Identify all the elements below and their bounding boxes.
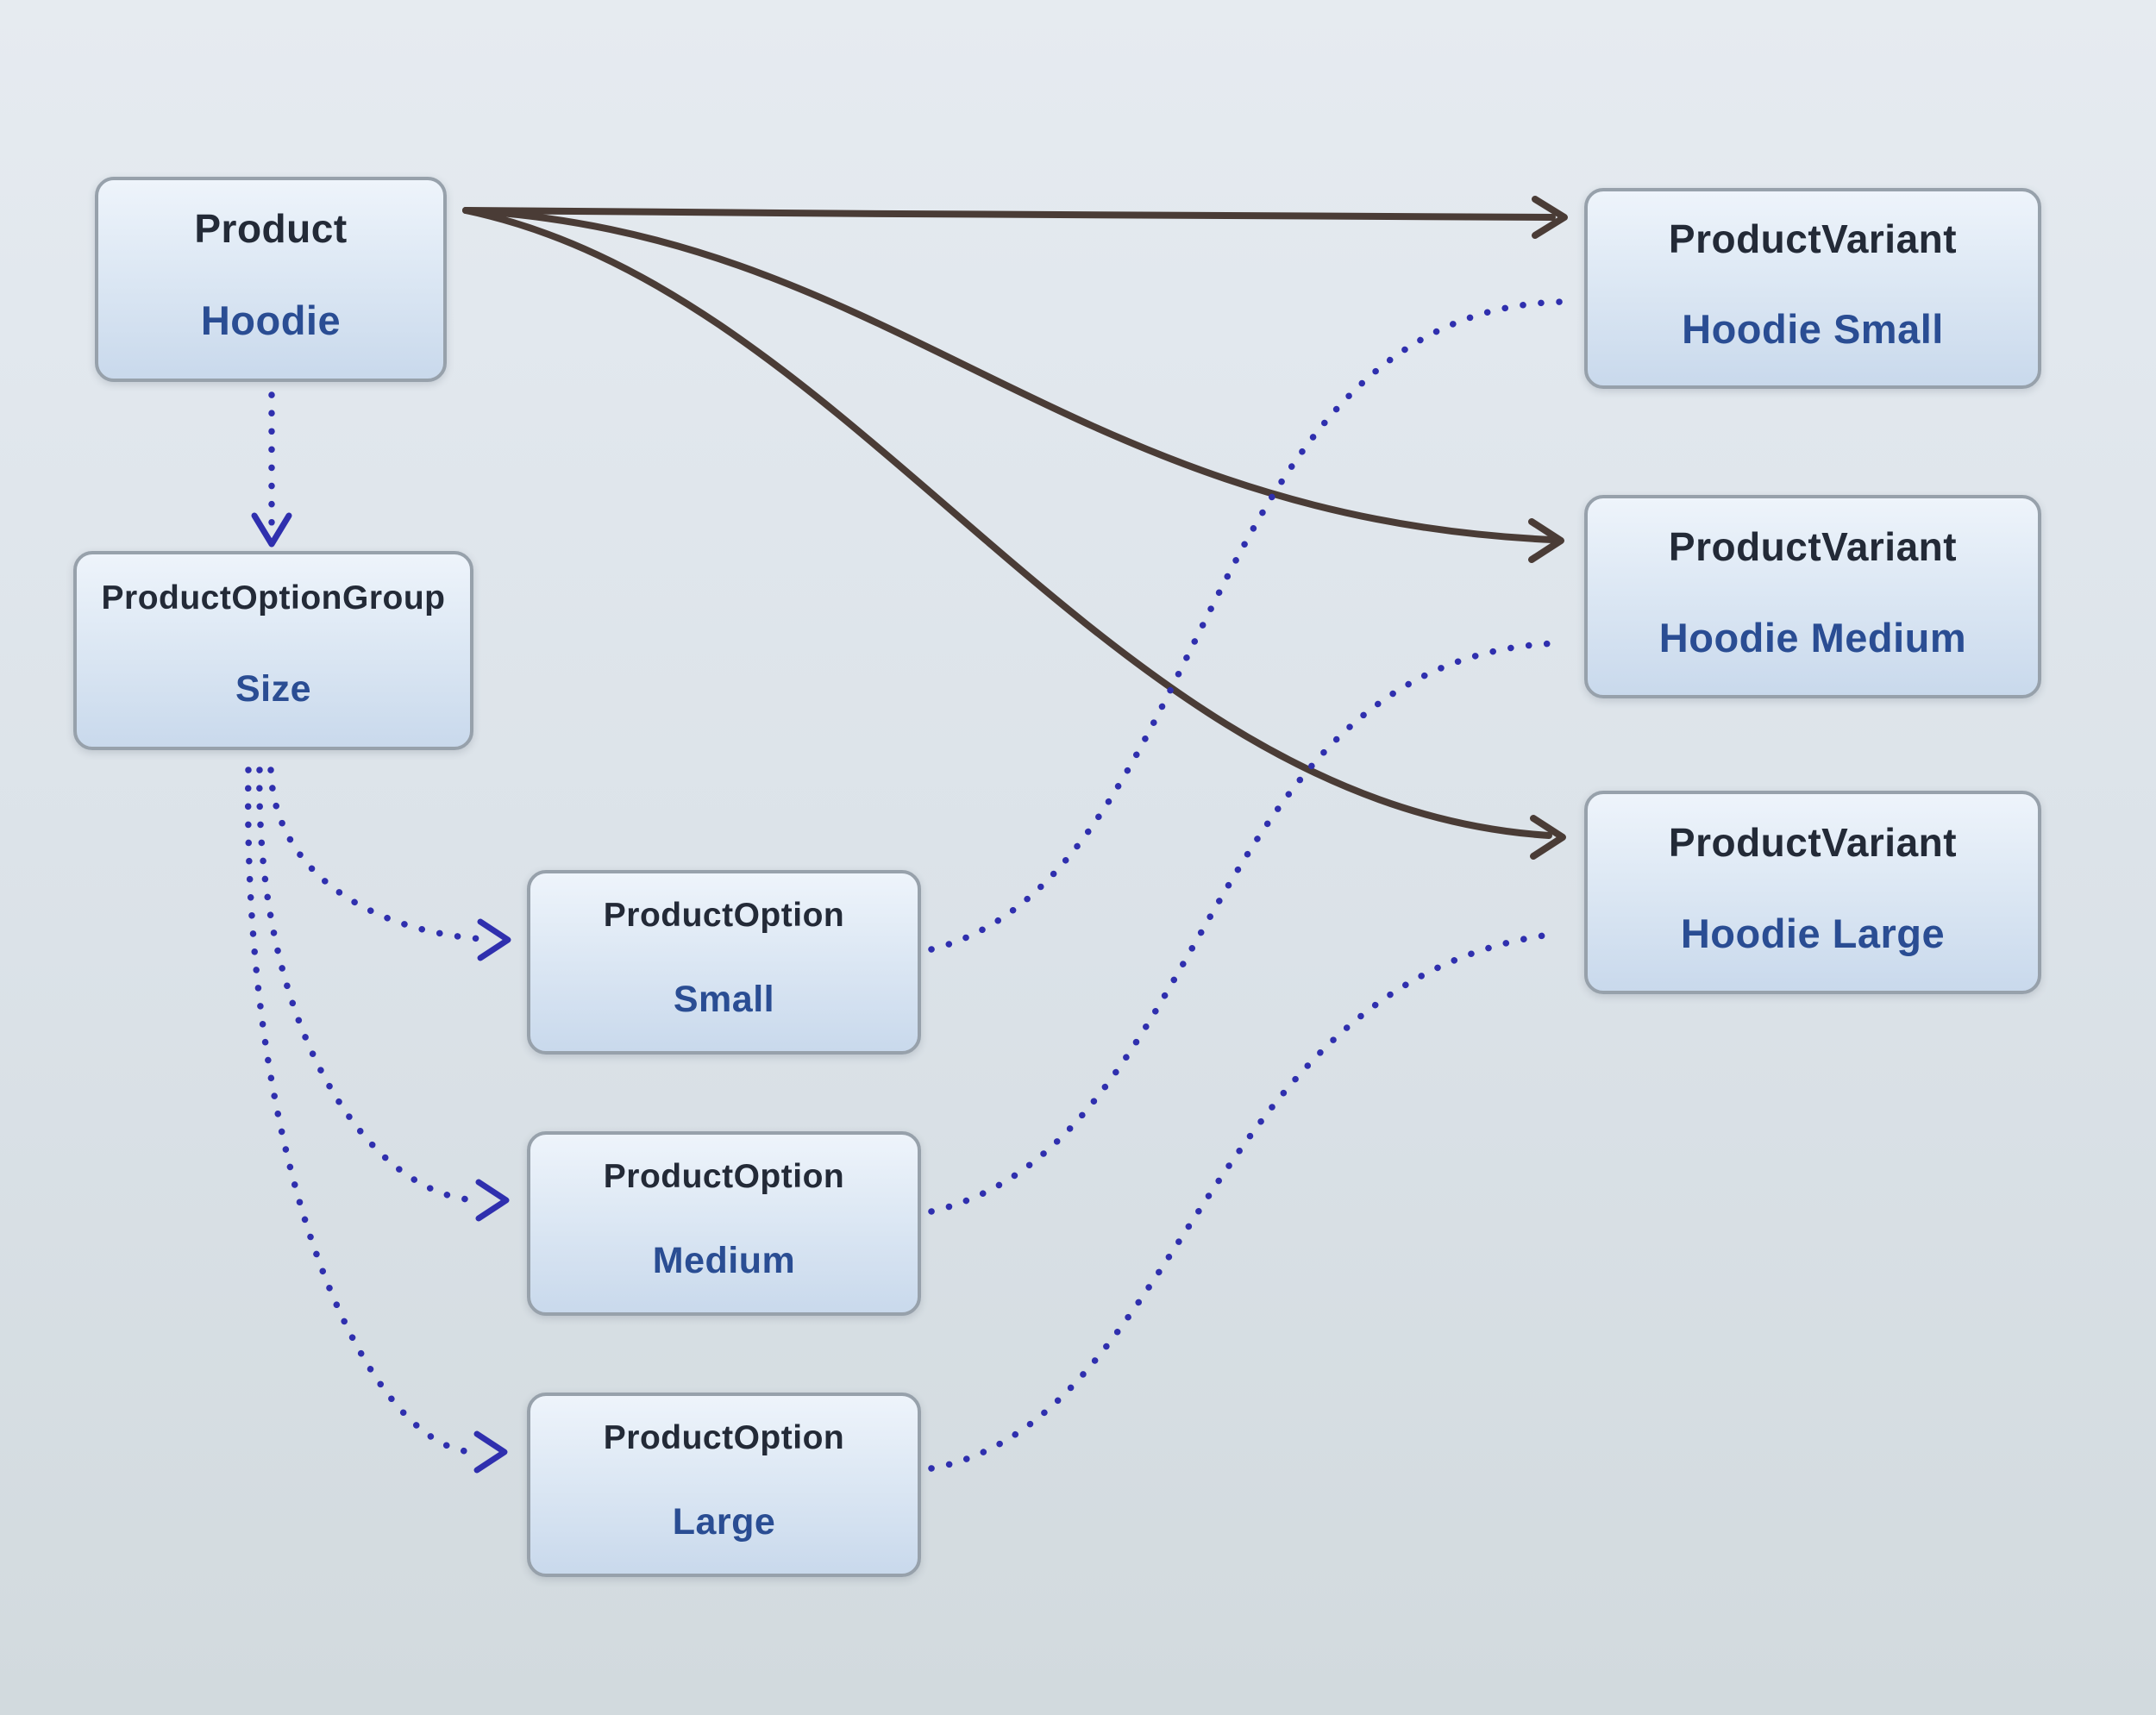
node-variant-small-title: ProductVariant — [1668, 216, 1958, 262]
node-option-small-value: Small — [673, 978, 775, 1020]
edge-product-to-variant-small — [462, 207, 1556, 221]
edge-group-to-option-medium — [256, 767, 483, 1204]
node-option-group-title: ProductOptionGroup — [101, 579, 446, 617]
node-variant-large: ProductVariant Hoodie Large — [1584, 791, 2041, 994]
edge-product-to-variant-large — [462, 207, 1552, 839]
node-variant-large-value: Hoodie Large — [1680, 910, 1946, 956]
node-variant-small: ProductVariant Hoodie Small — [1584, 188, 2041, 389]
node-variant-small-value: Hoodie Small — [1682, 305, 1944, 352]
node-variant-large-title: ProductVariant — [1668, 819, 1958, 865]
node-option-medium-value: Medium — [652, 1239, 796, 1281]
node-option-large-title: ProductOption — [603, 1418, 845, 1456]
edge-option-medium-to-variant-medium — [928, 640, 1561, 1215]
node-option-group-value: Size — [235, 667, 312, 710]
node-option-large: ProductOption Large — [527, 1393, 921, 1577]
edge-group-to-option-small — [267, 767, 486, 942]
node-variant-medium-title: ProductVariant — [1668, 523, 1958, 569]
node-product-value: Hoodie — [200, 297, 342, 343]
node-variant-medium: ProductVariant Hoodie Medium — [1584, 495, 2041, 698]
arrowhead-group-to-option-small — [477, 918, 511, 961]
node-option-large-value: Large — [672, 1500, 776, 1543]
node-variant-medium-value: Hoodie Medium — [1658, 614, 1967, 660]
arrowhead-product-to-variant-medium — [1528, 518, 1564, 563]
edge-product-to-variant-medium — [462, 207, 1556, 543]
arrowhead-product-to-variant-large — [1530, 815, 1566, 860]
node-option-group: ProductOptionGroup Size — [73, 551, 473, 750]
node-option-small-title: ProductOption — [603, 896, 845, 934]
arrowhead-group-to-option-large — [473, 1430, 508, 1474]
arrowhead-product-to-variant-small — [1532, 196, 1568, 239]
node-option-medium-title: ProductOption — [603, 1157, 845, 1195]
node-product-title: Product — [194, 205, 348, 251]
edge-option-large-to-variant-large — [928, 931, 1553, 1472]
edge-group-to-option-large — [244, 767, 481, 1455]
arrowhead-product-to-option-group — [251, 512, 292, 548]
node-product: Product Hoodie — [95, 177, 447, 382]
node-option-small: ProductOption Small — [527, 870, 921, 1055]
arrowhead-group-to-option-medium — [475, 1179, 510, 1222]
node-option-medium: ProductOption Medium — [527, 1131, 921, 1316]
edge-option-small-to-variant-small — [928, 298, 1566, 953]
